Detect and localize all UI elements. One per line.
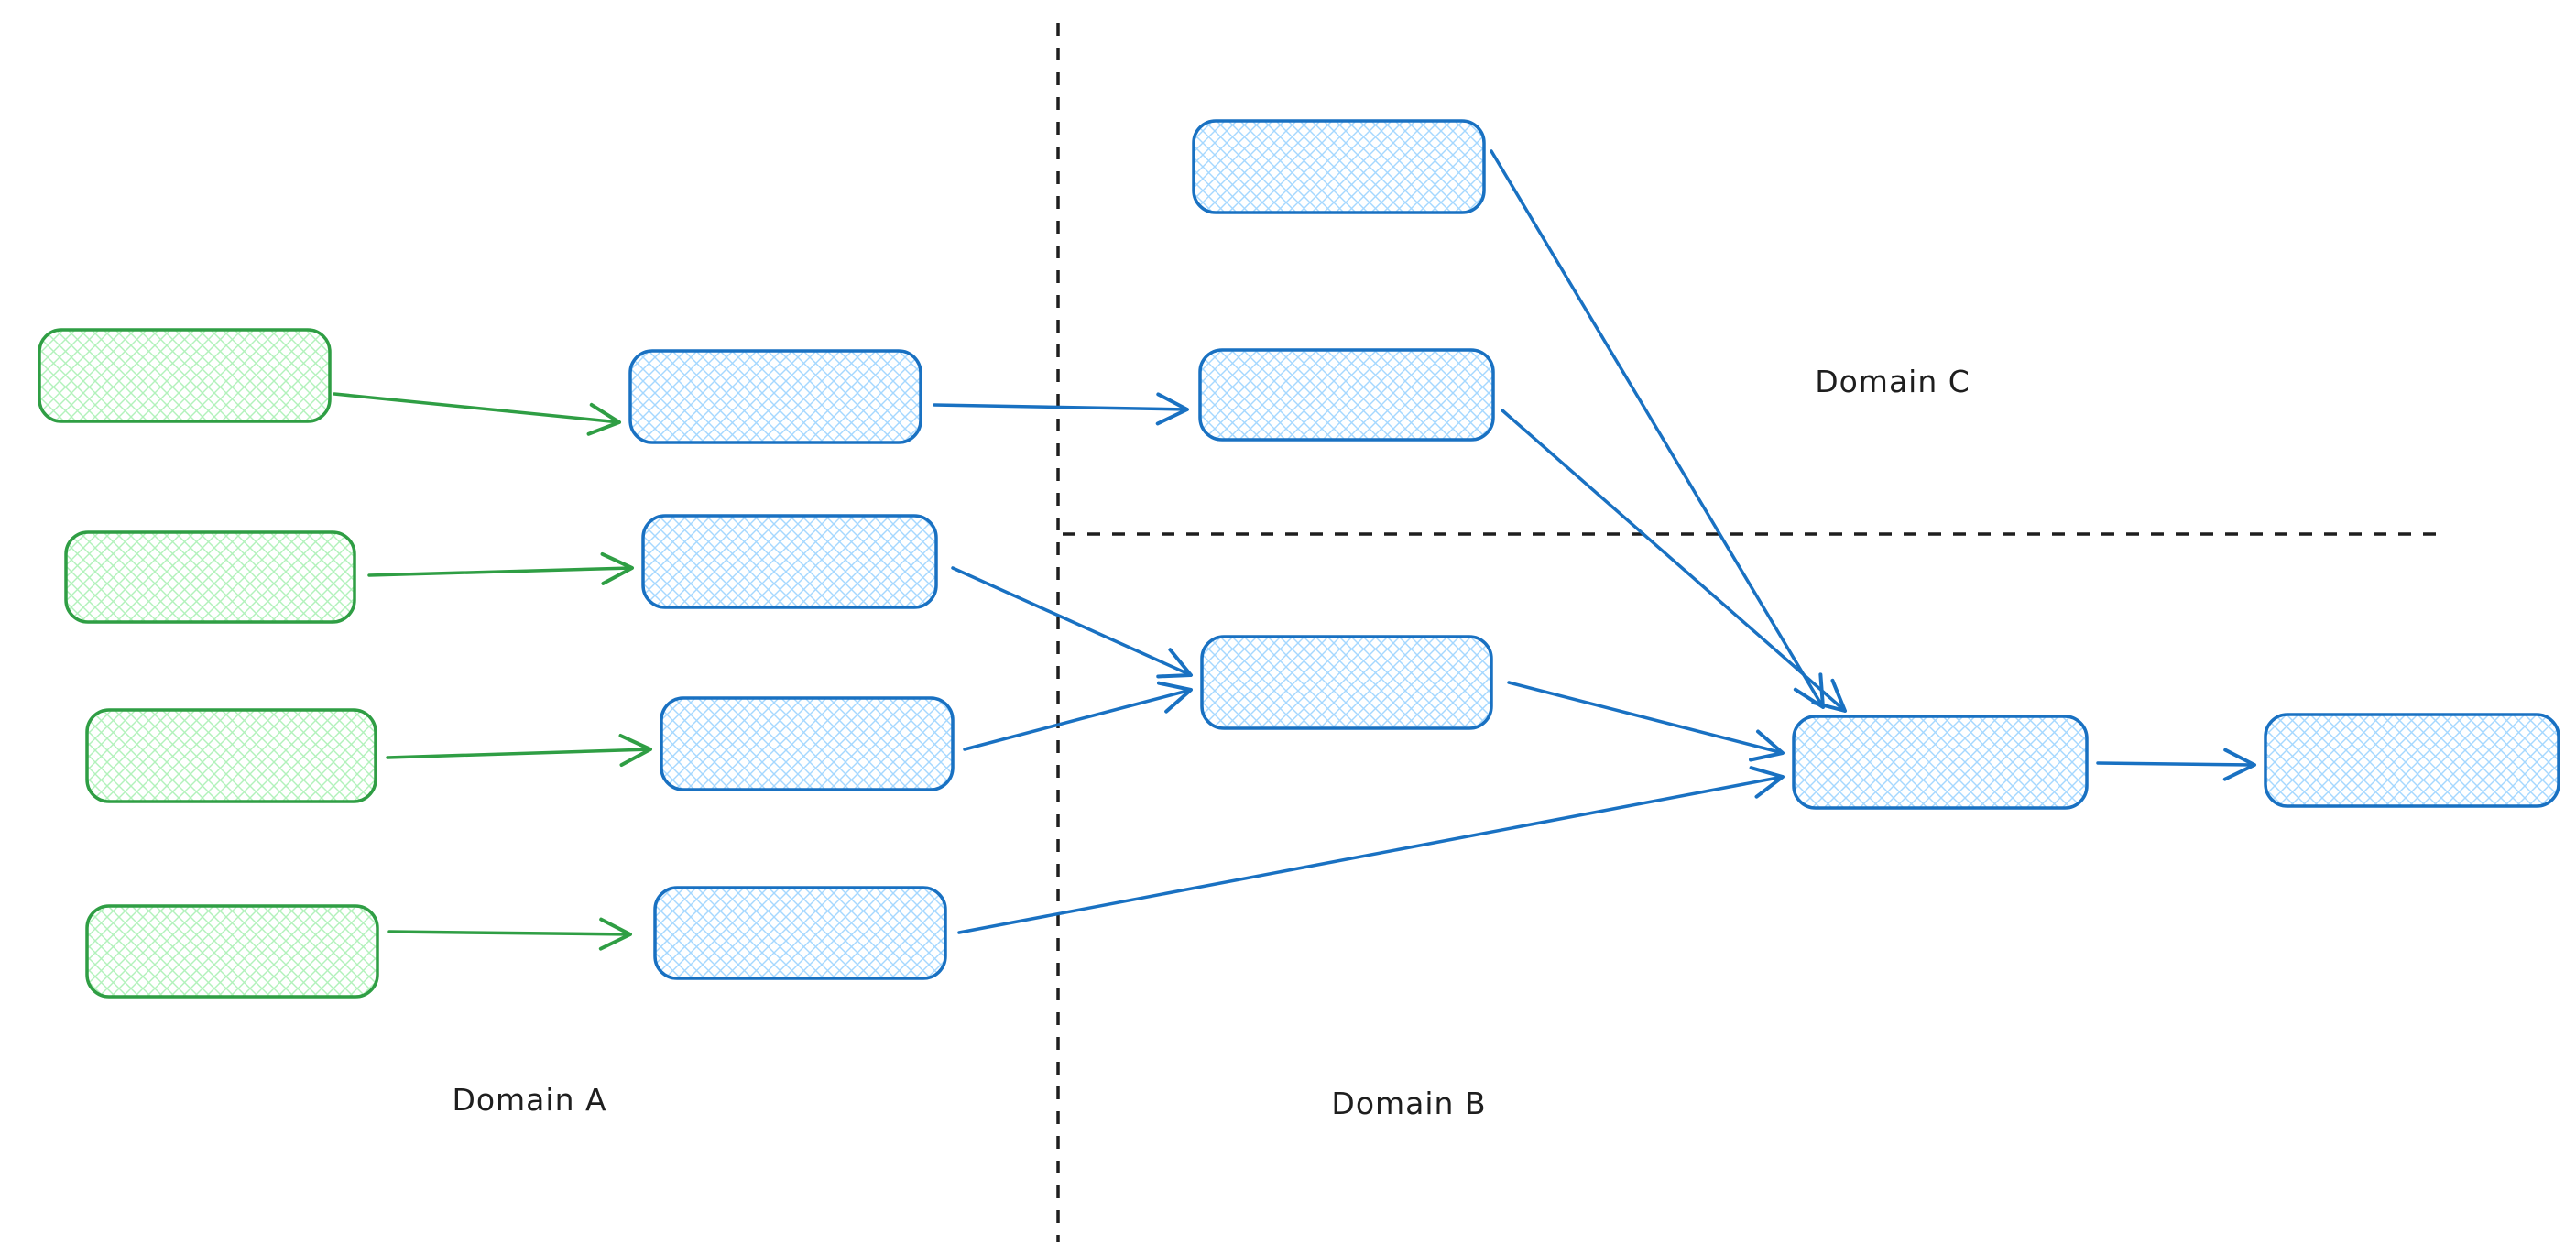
edge-green3-blue3[interactable] <box>386 734 652 767</box>
nodes-layer <box>38 119 2560 999</box>
green-box-2[interactable] <box>64 530 356 624</box>
output-box[interactable] <box>2264 713 2560 808</box>
domain-dividers-layer <box>1056 23 2446 1242</box>
labels-layer: Domain A Domain B Domain C <box>452 364 1970 1121</box>
blue-box-4[interactable] <box>653 886 947 980</box>
blue-box-1[interactable] <box>628 349 922 444</box>
edge-green1-blue1[interactable] <box>333 392 621 436</box>
blue-box-3[interactable] <box>660 696 955 791</box>
domain-c-box-2[interactable] <box>1198 348 1495 442</box>
edge-green2-blue2[interactable] <box>367 551 634 585</box>
green-box-3[interactable] <box>85 708 377 803</box>
domain-b-box[interactable] <box>1200 635 1493 730</box>
edge-domainb-hub[interactable] <box>1507 681 1785 762</box>
blue-box-2[interactable] <box>641 514 938 609</box>
edge-blue4-hub[interactable] <box>957 766 1785 934</box>
green-box-4[interactable] <box>85 904 379 999</box>
domain-c-box-1[interactable] <box>1192 119 1486 214</box>
edge-hub-output[interactable] <box>2096 748 2256 781</box>
domain-c-label[interactable]: Domain C <box>1815 364 1970 399</box>
edges-layer <box>333 149 2256 951</box>
edge-blue3-domainb[interactable] <box>963 681 1193 751</box>
domain-b-label[interactable]: Domain B <box>1331 1086 1486 1121</box>
edge-domainc1-hub[interactable] <box>1490 149 1825 709</box>
edge-blue2-domainb[interactable] <box>951 566 1193 679</box>
domain-a-label[interactable]: Domain A <box>452 1082 606 1118</box>
green-box-1[interactable] <box>38 328 332 423</box>
hub-box[interactable] <box>1792 715 2089 810</box>
edge-blue1-domainc2[interactable] <box>933 392 1189 426</box>
edge-domainc2-hub[interactable] <box>1501 409 1847 713</box>
edge-green4-blue4[interactable] <box>387 917 632 951</box>
